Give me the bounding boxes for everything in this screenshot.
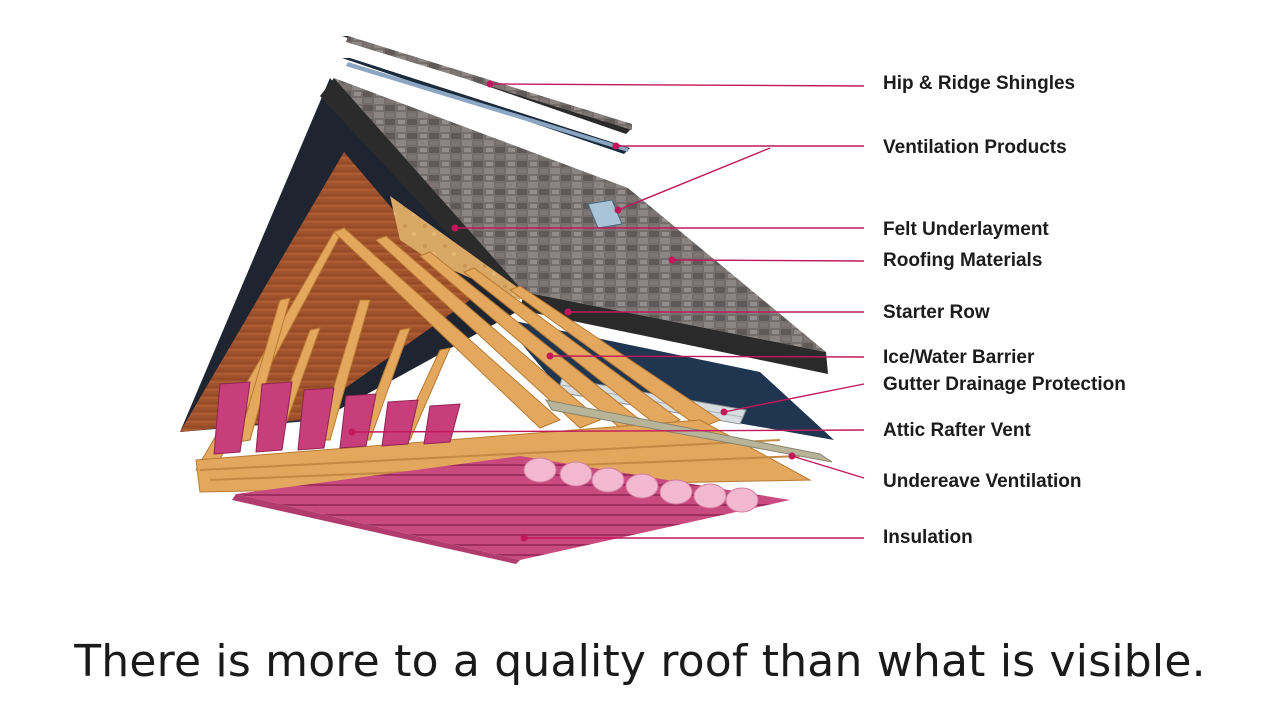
roofing-materials-illustration (320, 78, 826, 352)
label-undereave-ventilation: Undereave Ventilation (883, 471, 1082, 492)
attic-insulation-batts (213, 381, 461, 455)
roof-vent-icon (587, 199, 623, 229)
label-gutter-drainage-protection: Gutter Drainage Protection (883, 374, 1126, 395)
insulation-illustration (232, 456, 790, 564)
label-felt-underlayment: Felt Underlayment (883, 219, 1049, 240)
leader-lines (348, 80, 865, 542)
caption-text: There is more to a quality roof than wha… (74, 636, 1206, 687)
label-insulation: Insulation (883, 527, 973, 548)
label-starter-row: Starter Row (883, 302, 990, 323)
label-hip-ridge-shingles: Hip & Ridge Shingles (883, 73, 1075, 94)
label-roofing-materials: Roofing Materials (883, 250, 1042, 271)
label-ventilation-products: Ventilation Products (883, 137, 1067, 158)
label-ice-water-barrier: Ice/Water Barrier (883, 347, 1035, 368)
label-attic-rafter-vent: Attic Rafter Vent (883, 420, 1031, 441)
felt-underlayment-illustration (390, 196, 524, 300)
component-labels: Hip & Ridge Shingles Ventilation Product… (883, 73, 1126, 548)
